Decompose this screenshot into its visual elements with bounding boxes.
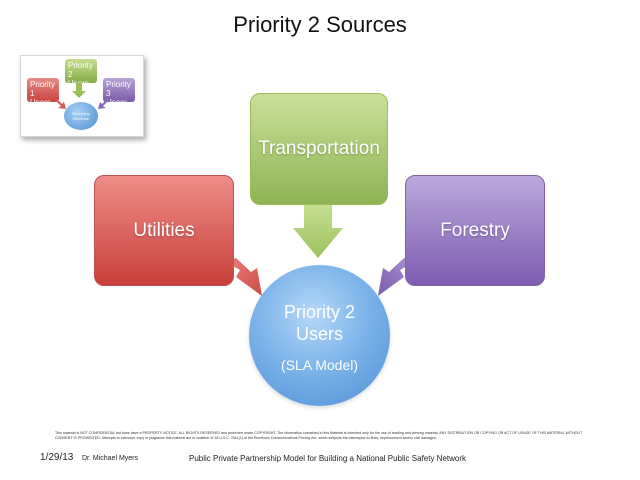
center-label-sla-model: (SLA Model) bbox=[280, 357, 359, 373]
arrow-purple bbox=[378, 258, 414, 296]
arrow-red bbox=[226, 258, 262, 296]
utilities-box: Utilities bbox=[94, 175, 234, 286]
transportation-box: Transportation bbox=[250, 93, 388, 205]
center-label-line-1: Priority 2 bbox=[283, 302, 355, 322]
slide-title: Priority 2 Sources bbox=[233, 12, 407, 37]
arrow-down-green bbox=[293, 203, 343, 258]
footer-presentation-title: Public Private Partnership Model for Bui… bbox=[189, 454, 467, 463]
copyright-disclaimer: This material is NOT CONFIDENTIAL but do… bbox=[55, 431, 583, 440]
thumbnail-arrows bbox=[55, 83, 109, 109]
thumbnail-priority-1-box: Priority 1 Users bbox=[27, 78, 59, 107]
footer-date: 1/29/13 bbox=[40, 452, 74, 463]
center-label-line-2: Users bbox=[295, 324, 343, 344]
thumbnail-priority-3-box: Priority 3 Users bbox=[103, 78, 135, 107]
footer-author: Dr. Michael Myers bbox=[82, 455, 139, 462]
priority-2-users-circle: Priority 2 Users (SLA Model) bbox=[249, 265, 390, 406]
forestry-box: Forestry bbox=[405, 175, 545, 286]
thumbnail-priority-2-box: Priority 2 Users bbox=[65, 59, 97, 88]
thumbnail-diagram: Priority 1 Users Priority 2 Users Priori… bbox=[20, 55, 144, 137]
thumbnail-center-circle: Recurring Revenue bbox=[64, 102, 98, 130]
